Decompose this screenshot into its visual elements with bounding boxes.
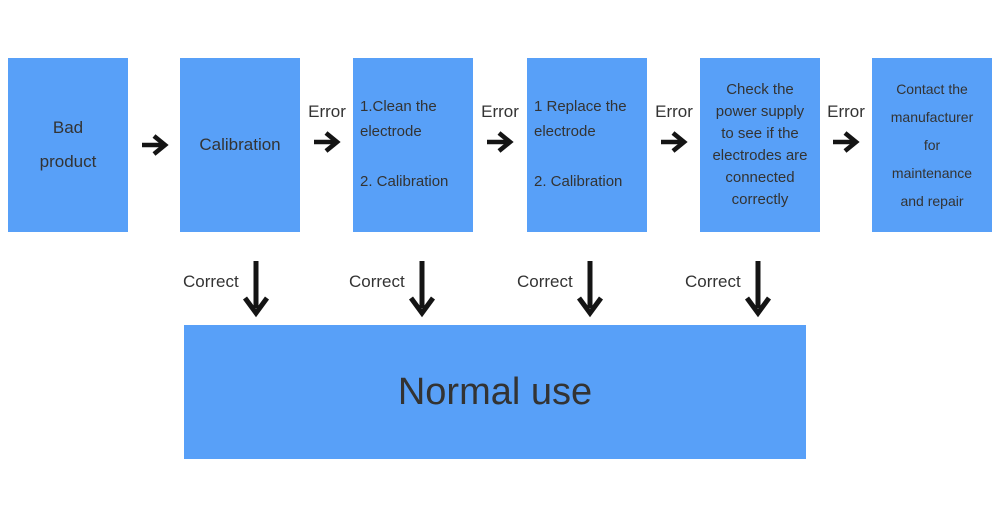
flow-box-check-power-supply: Check the power supply to see if the ele…	[700, 58, 820, 232]
arrow-right-icon	[141, 134, 169, 161]
flow-box-label: 1 Replace the electrode 2. Calibration	[534, 98, 627, 190]
flow-box-replace-electrode: 1 Replace the electrode 2. Calibration	[527, 58, 647, 232]
correct-label: Correct	[685, 272, 741, 291]
flow-box-label: Bad product	[39, 118, 97, 171]
error-label: Error	[655, 102, 693, 121]
arrow-right-icon	[833, 131, 860, 154]
error-label: Error	[308, 102, 346, 121]
flow-box-label: Normal use	[397, 370, 593, 413]
flow-box-clean-electrode: 1.Clean the electrode 2. Calibration	[353, 58, 473, 232]
error-edge-1: Error	[299, 102, 355, 154]
arrow-right-icon	[487, 131, 514, 154]
arrow-down-icon	[242, 261, 269, 318]
flow-box-normal-use: Normal use	[184, 325, 806, 459]
flow-box-calibration: Calibration	[180, 58, 300, 232]
correct-edge-1: Correct	[183, 260, 271, 318]
error-label: Error	[481, 102, 519, 121]
error-edge-3: Error	[646, 102, 702, 154]
error-edge-2: Error	[472, 102, 528, 154]
correct-edge-4: Correct	[685, 260, 773, 318]
correct-edge-3: Correct	[517, 260, 605, 318]
flow-box-label: 1.Clean the electrode 2. Calibration	[360, 98, 449, 190]
correct-label: Correct	[183, 272, 239, 291]
arrow-right-icon	[661, 131, 688, 154]
error-edge-4: Error	[818, 102, 874, 154]
arrow-right-icon	[314, 131, 341, 154]
flow-box-bad-product: Bad product	[8, 58, 128, 232]
arrow-down-icon	[408, 261, 435, 318]
flow-box-label: Check the power supply to see if the ele…	[712, 80, 808, 209]
correct-label: Correct	[517, 272, 573, 291]
arrow-down-icon	[744, 261, 771, 318]
correct-label: Correct	[349, 272, 405, 291]
flow-box-label: Calibration	[199, 134, 281, 154]
correct-edge-2: Correct	[349, 260, 437, 318]
flow-box-label: Contact the manufacturer for maintenance…	[890, 81, 974, 209]
flow-box-contact-manufacturer: Contact the manufacturer for maintenance…	[872, 58, 992, 232]
arrow-down-icon	[576, 261, 603, 318]
error-label: Error	[827, 102, 865, 121]
